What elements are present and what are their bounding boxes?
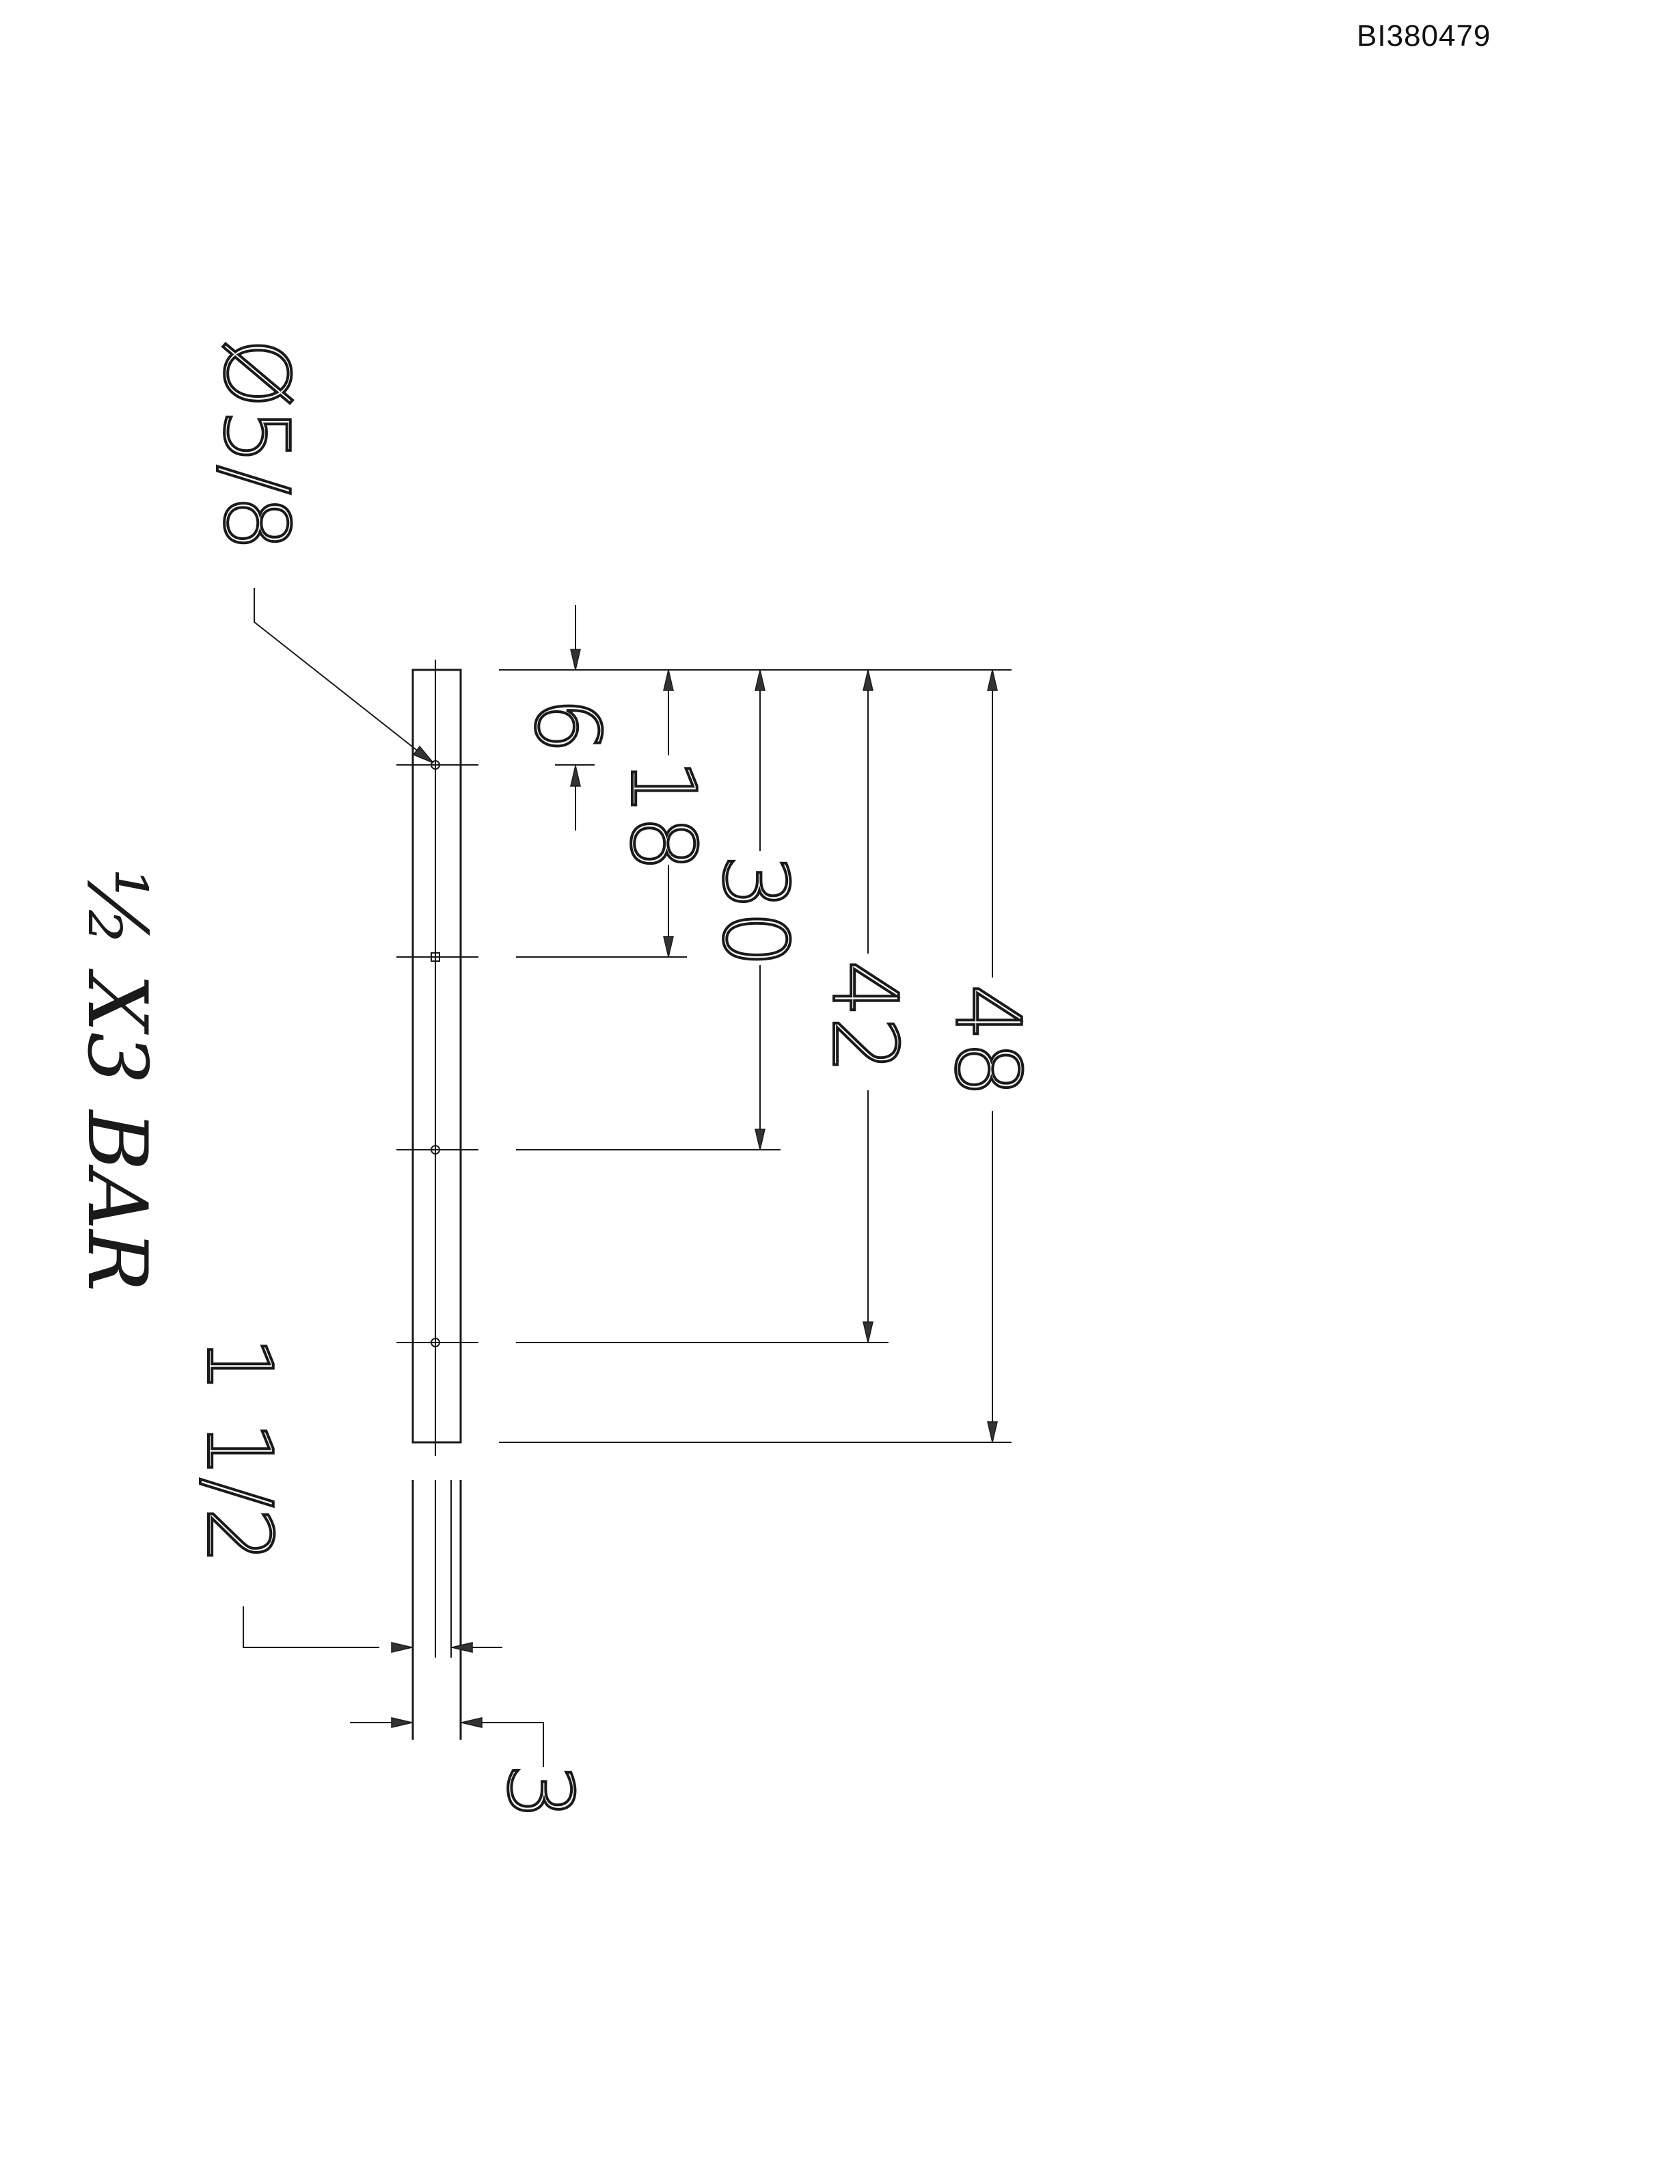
hole-callout: Ø5/8 — [203, 337, 434, 764]
document-id: BI380479 — [1357, 19, 1491, 53]
section-view — [411, 1480, 462, 1740]
handwritten-note-text: ½ X3 BAR — [69, 868, 164, 1292]
hole-callout-label: Ø5/8 — [204, 338, 308, 552]
dimension-30: 30 — [702, 669, 809, 1150]
dim-18-label: 18 — [611, 759, 715, 872]
hole-4 — [396, 1338, 478, 1347]
dimension-18: 18 — [610, 669, 716, 958]
dim-width-label: 3 — [488, 1764, 592, 1820]
dimension-42: 42 — [811, 669, 918, 1343]
hole-markers — [396, 760, 478, 1347]
dim-thickness-label: 1 1/2 — [187, 1336, 291, 1564]
handwritten-note: ½ X3 BAR — [69, 868, 164, 1292]
extension-lines — [499, 669, 1012, 1443]
hole-3 — [396, 1145, 478, 1155]
dimension-48: 48 — [934, 669, 1041, 1443]
dimension-6: 6 — [514, 605, 621, 831]
dim-48-label: 48 — [936, 984, 1040, 1097]
dim-42-label: 42 — [813, 960, 917, 1073]
dim-30-label: 30 — [703, 854, 807, 967]
dim-6-label: 6 — [515, 697, 619, 754]
hole-2 — [396, 952, 478, 962]
dimension-width: 3 — [350, 1717, 593, 1822]
dimension-thickness: 1 1/2 — [186, 1335, 502, 1653]
hole-1 — [396, 760, 478, 770]
bar-outline — [411, 660, 462, 1456]
